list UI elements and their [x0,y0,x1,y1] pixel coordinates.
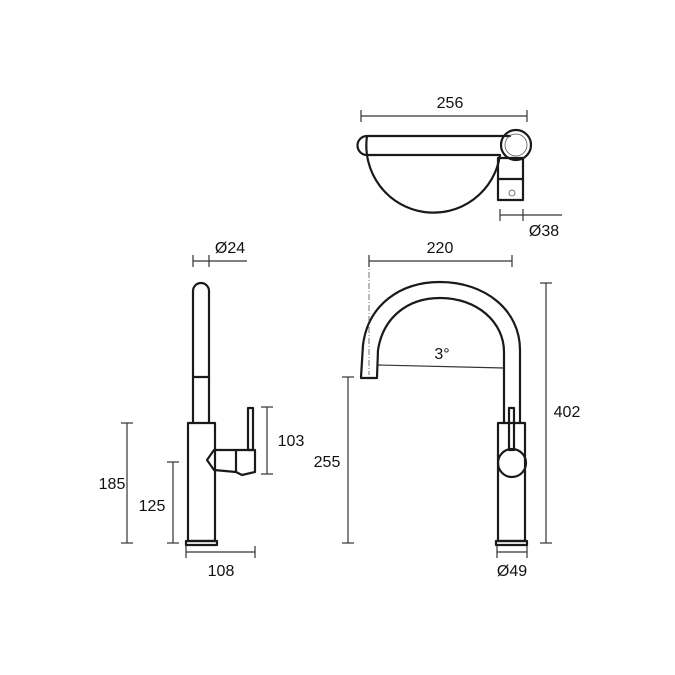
side-base [184,539,219,547]
front-body [496,421,527,543]
label-108: 108 [208,563,235,580]
dim-220: 220 [368,240,513,267]
front-lever [507,406,516,452]
front-view: 3° 220 402 255 Ø49 [314,240,581,580]
front-base [494,539,529,547]
dim-24: Ø24 [192,240,247,267]
dim-38: Ø38 [499,209,562,240]
side-handle [205,448,257,477]
top-view: 256 Ø38 [356,95,562,240]
dim-49: Ø49 [496,546,528,580]
side-view: Ø24 103 185 125 108 [99,240,305,580]
label-49: Ø49 [497,563,527,580]
side-pullout-tube [191,281,211,425]
dim-402: 402 [540,282,581,544]
dim-125: 125 [139,461,179,544]
side-body [186,421,217,543]
label-103: 103 [278,433,305,450]
top-spout-arm [365,134,512,214]
label-256: 256 [437,95,464,112]
front-handle-knob [496,447,528,479]
dim-103: 103 [261,406,305,475]
label-185: 185 [99,476,126,493]
top-hole [508,189,516,197]
angle-line [377,364,505,369]
dim-108: 108 [185,546,256,580]
label-38: Ø38 [529,223,559,240]
side-lever [246,406,255,452]
label-220: 220 [427,240,454,257]
dim-256: 256 [360,95,528,122]
label-125: 125 [139,498,166,515]
label-402: 402 [554,404,581,421]
dim-255: 255 [314,376,354,544]
dim-185: 185 [99,422,133,544]
label-24: Ø24 [215,240,245,257]
label-255: 255 [314,454,341,471]
label-angle: 3° [434,346,449,363]
front-spout-arc [359,280,522,425]
top-swivel-ring [499,128,533,162]
